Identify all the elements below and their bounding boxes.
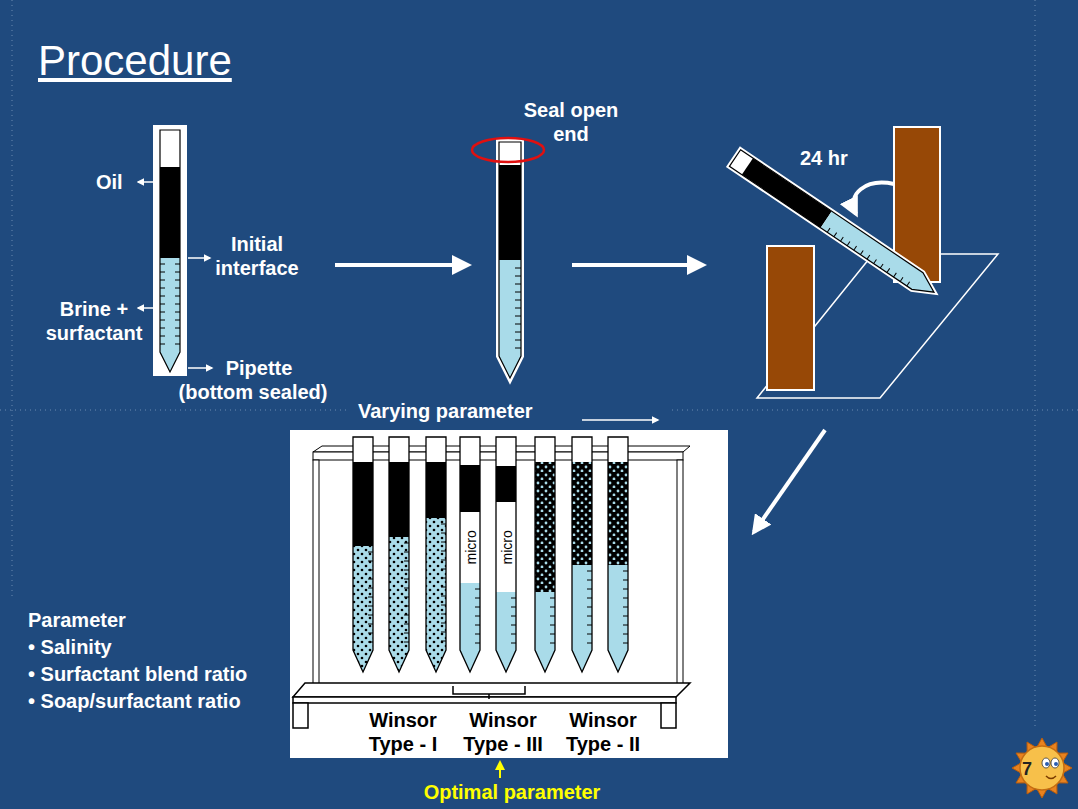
rotation-arrow — [853, 183, 894, 214]
leader-line — [188, 257, 210, 259]
result-panel: Winsor Type - IWinsor Type - IIIWinsor T… — [290, 430, 728, 758]
test-tube — [606, 437, 630, 680]
microemulsion-phase: micro — [498, 530, 514, 565]
rack-foot — [661, 703, 676, 728]
group-bracket — [453, 686, 525, 699]
stand-block — [767, 246, 814, 390]
step-label: Seal open end — [514, 98, 629, 146]
leader-line — [138, 181, 158, 183]
pointer-arrow — [499, 762, 501, 778]
rack-foot — [293, 703, 308, 728]
part-label: Pipette (bottom sealed) — [177, 356, 330, 404]
pipette-fill — [155, 125, 185, 378]
phase-label: micro — [498, 530, 514, 565]
rack-post — [677, 460, 683, 684]
tilted-pipette — [727, 147, 945, 305]
direction-arrow — [582, 419, 658, 421]
rack-post — [313, 460, 319, 684]
graduation-ticks — [160, 264, 180, 344]
pipette-outline — [499, 142, 521, 378]
step-arrow — [572, 263, 703, 267]
time-label: 24 hr — [800, 146, 848, 170]
leader-line — [138, 307, 158, 309]
step-arrow — [754, 430, 825, 532]
rack-base — [293, 683, 690, 697]
test-tube — [570, 437, 594, 680]
sun-icon — [1012, 738, 1072, 798]
slide-title: Procedure — [38, 36, 232, 86]
step-arrow — [335, 263, 468, 267]
page-number: 7 — [1022, 757, 1032, 781]
part-label: Initial interface — [207, 232, 307, 280]
test-tube — [458, 437, 482, 680]
test-tube — [533, 437, 557, 680]
microemulsion-phase: micro — [462, 530, 478, 565]
part-label: Brine + surfactant — [38, 297, 150, 345]
pipette-outline — [160, 130, 180, 372]
list-item: • Salinity — [28, 635, 112, 659]
grid-lines — [0, 0, 1078, 730]
test-tube — [387, 437, 411, 680]
list-heading: Parameter — [28, 608, 126, 632]
callout-label: Optimal parameter — [362, 780, 662, 804]
pipette-fill — [495, 140, 525, 380]
leader-line — [188, 367, 212, 369]
seal-highlight — [472, 138, 544, 162]
rack-drawing — [290, 430, 728, 758]
test-tube — [424, 437, 448, 680]
list-item: • Soap/surfactant ratio — [28, 689, 241, 713]
phase-label: micro — [462, 530, 478, 565]
test-tube — [351, 437, 375, 680]
graduation-ticks — [515, 268, 521, 348]
axis-label: Varying parameter — [358, 399, 533, 423]
type-label: Winsor Type - I — [353, 708, 453, 756]
type-label: Winsor Type - III — [453, 708, 553, 756]
rack-base — [293, 697, 676, 703]
list-item: • Surfactant blend ratio — [28, 662, 247, 686]
part-label: Oil — [96, 170, 123, 194]
type-label: Winsor Type - II — [553, 708, 653, 756]
test-tube — [494, 437, 518, 680]
